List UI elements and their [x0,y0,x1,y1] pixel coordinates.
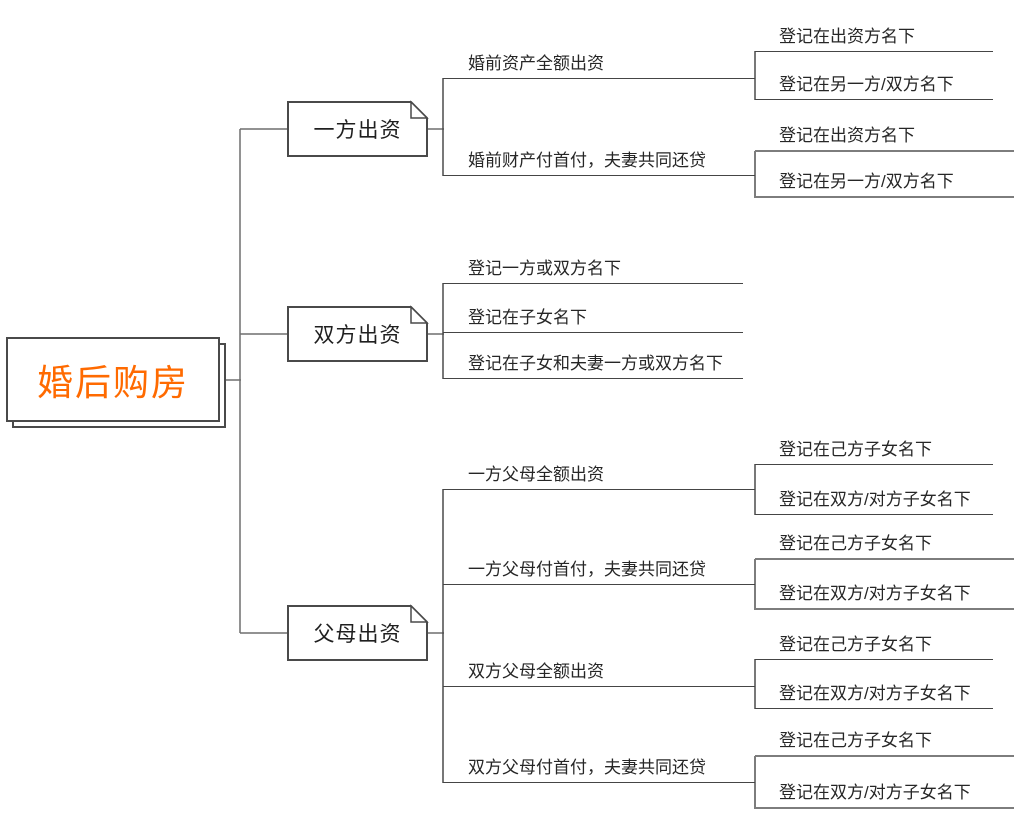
fold-corner-icon [410,305,429,324]
fold-corner-icon [410,100,429,119]
tree-connectors [224,128,444,634]
child-brackets [442,51,756,783]
leaf-node[interactable]: 登记在出资方名下 [755,22,993,52]
sub-node[interactable]: 双方父母付首付，夫妻共同还贷 [443,753,755,783]
leaf-node[interactable]: 登记在双方/对方子女名下 [755,679,993,709]
sub-node[interactable]: 婚前资产全额出资 [443,49,755,79]
sub-node[interactable]: 登记一方或双方名下 [443,254,743,284]
leaf-node[interactable]: 登记在双方/对方子女名下 [755,779,1014,809]
fold-corner-icon [410,604,429,623]
sub-node[interactable]: 登记在子女和夫妻一方或双方名下 [443,349,743,379]
sub-node[interactable]: 一方父母全额出资 [443,460,755,490]
leaf-node[interactable]: 登记在双方/对方子女名下 [755,485,993,515]
root-node[interactable]: 婚后购房 [36,361,189,403]
branch-node-one-party[interactable]: 一方出资 [313,119,402,142]
branch-box-shapes [287,100,429,661]
sub-node[interactable]: 登记在子女名下 [443,303,743,333]
leaf-node[interactable]: 登记在双方/对方子女名下 [755,580,1014,610]
sub-node[interactable]: 婚前财产付首付，夫妻共同还贷 [443,146,755,176]
leaf-node[interactable]: 登记在己方子女名下 [755,435,993,465]
sub-node[interactable]: 双方父母全额出资 [443,657,755,687]
leaf-node[interactable]: 登记在己方子女名下 [755,630,993,660]
leaf-node[interactable]: 登记在另一方/双方名下 [755,168,1014,198]
branch-node-both-parties[interactable]: 双方出资 [313,324,402,347]
sub-node[interactable]: 一方父母付首付，夫妻共同还贷 [443,555,755,585]
branch-node-parents[interactable]: 父母出资 [313,623,402,646]
leaf-node[interactable]: 登记在另一方/双方名下 [755,70,993,100]
leaf-node[interactable]: 登记在己方子女名下 [755,530,1014,560]
root-node-shape [6,337,226,428]
leaf-node[interactable]: 登记在出资方名下 [755,122,1014,152]
leaf-node[interactable]: 登记在己方子女名下 [755,727,1014,757]
